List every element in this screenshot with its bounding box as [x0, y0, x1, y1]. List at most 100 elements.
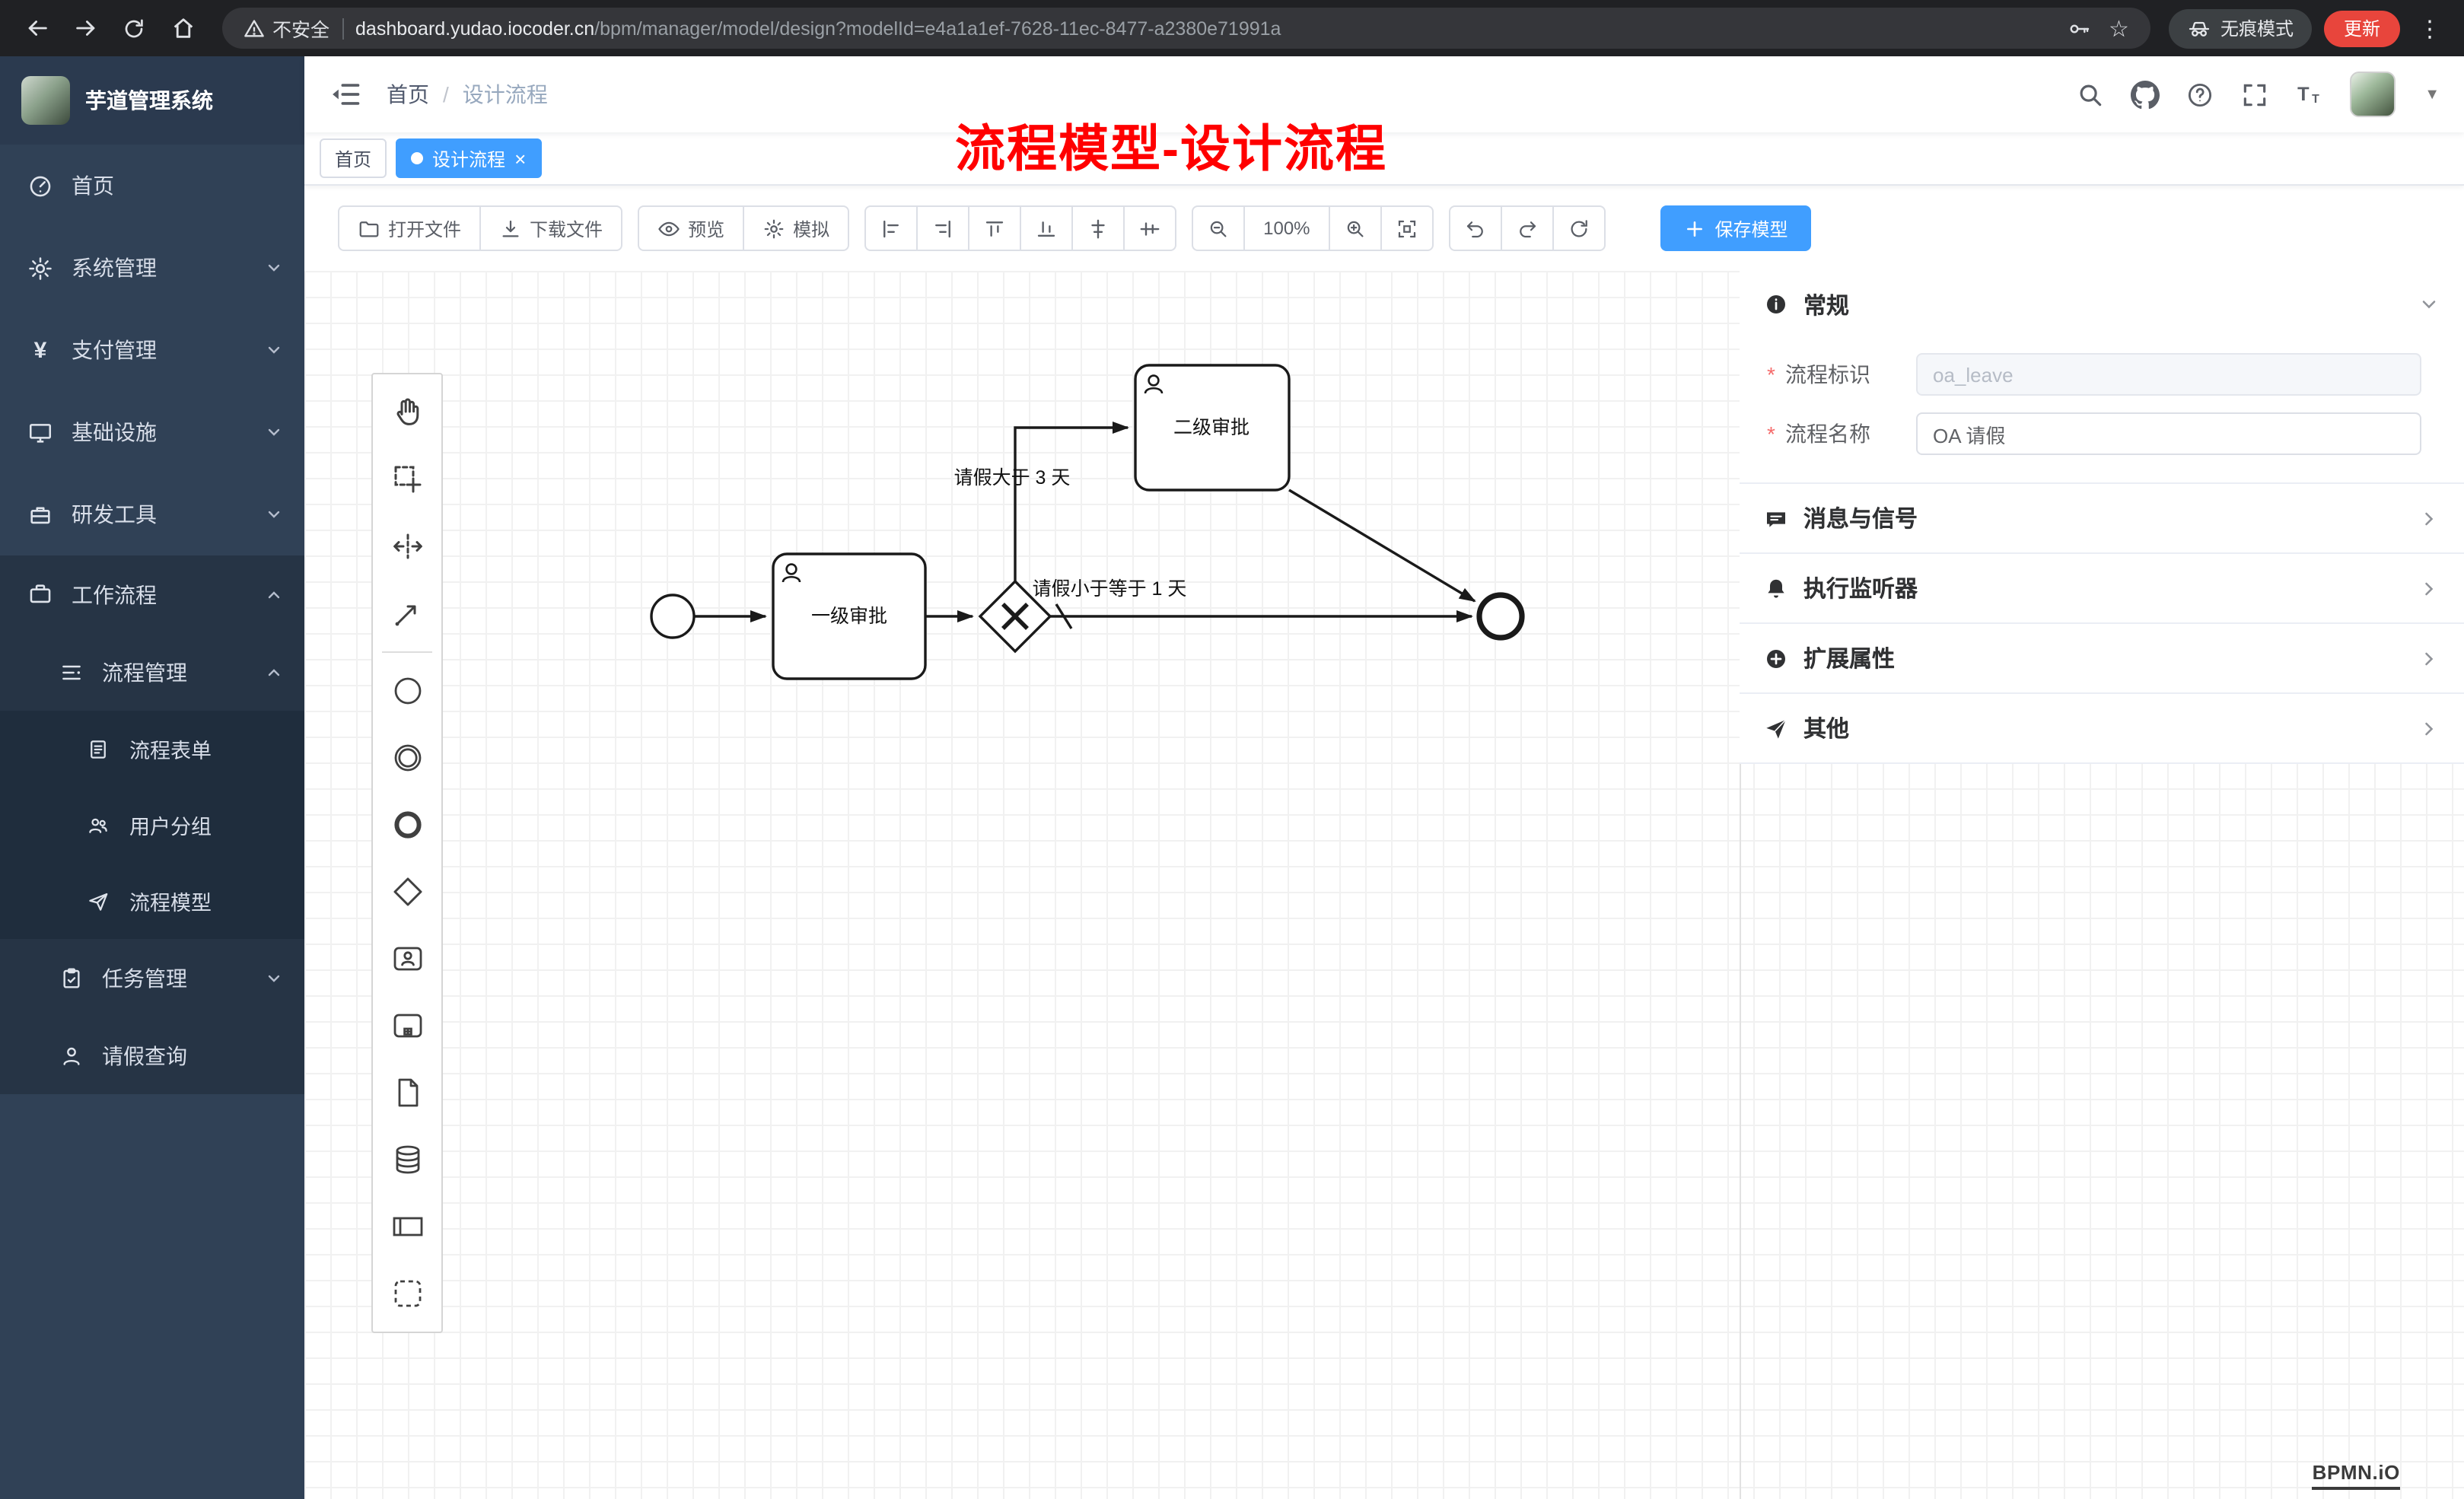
browser-update-button[interactable]: 更新: [2323, 10, 2400, 46]
zoom-in-button[interactable]: [1328, 205, 1382, 251]
create-participant[interactable]: [373, 1193, 441, 1260]
tag-home[interactable]: 首页: [320, 138, 387, 178]
refresh-button[interactable]: [1552, 205, 1606, 251]
panel-section-general[interactable]: 常规: [1740, 271, 2464, 338]
align-bottom-button[interactable]: [1020, 205, 1074, 251]
browser-menu-icon[interactable]: ⋮: [2418, 16, 2443, 42]
gateway-x-marker: [1001, 603, 1029, 630]
lasso-tool[interactable]: [373, 446, 441, 513]
panel-section-extension[interactable]: 扩展属性: [1740, 622, 2464, 692]
chevron-right-icon: [2418, 718, 2440, 739]
process-key-input[interactable]: [1916, 353, 2421, 396]
breadcrumb: 首页 / 设计流程: [387, 79, 548, 110]
zoom-reset-button[interactable]: [1380, 205, 1434, 251]
security-warning[interactable]: 不安全: [244, 14, 329, 43]
align-bottom-icon: [1035, 217, 1058, 240]
align-vcenter-button[interactable]: [1123, 205, 1177, 251]
simulate-button[interactable]: 模拟: [743, 205, 850, 251]
align-top-icon: [983, 217, 1006, 240]
bpmn-palette: [371, 373, 443, 1333]
panel-section-message[interactable]: 消息与信号: [1740, 482, 2464, 552]
global-connect-tool[interactable]: [373, 580, 441, 647]
simulate-gear-icon: [762, 217, 785, 240]
chevron-right-icon: [2418, 578, 2440, 599]
create-user-task[interactable]: [373, 925, 441, 992]
bpmn-diagram[interactable]: 一级审批 二级审批 请假大于 3 天 请假小于等于 1 天: [304, 271, 2464, 1499]
sidebar-item-payment[interactable]: ¥ 支付管理: [0, 309, 304, 391]
create-subprocess[interactable]: [373, 992, 441, 1059]
tag-design[interactable]: 设计流程 ×: [396, 138, 542, 178]
message-icon: [1764, 506, 1788, 530]
panel-divider-line: [1740, 271, 1741, 1499]
undo-button[interactable]: [1448, 205, 1502, 251]
avatar-caret-icon[interactable]: ▼: [2424, 86, 2440, 103]
save-model-button[interactable]: 保存模型: [1660, 205, 1811, 251]
sidebar-item-task-mgmt[interactable]: 任务管理: [0, 939, 304, 1017]
align-hcenter-button[interactable]: [1071, 205, 1125, 251]
browser-reload-icon[interactable]: [113, 7, 155, 49]
browser-chrome: 不安全 dashboard.yudao.iocoder.cn/bpm/manag…: [0, 0, 2464, 56]
process-key-field: * 流程标识: [1767, 353, 2421, 396]
browser-forward-icon[interactable]: [64, 7, 107, 49]
align-top-button[interactable]: [968, 205, 1022, 251]
hand-tool[interactable]: [373, 379, 441, 446]
model-icon: [85, 888, 111, 914]
align-vcenter-icon: [1138, 217, 1161, 240]
zoom-in-icon: [1344, 217, 1367, 240]
sidebar-item-devtools[interactable]: 研发工具: [0, 473, 304, 555]
breadcrumb-home[interactable]: 首页: [387, 82, 429, 107]
info-icon: [1764, 292, 1788, 317]
panel-section-other[interactable]: 其他: [1740, 692, 2464, 762]
password-key-icon[interactable]: [2066, 16, 2090, 40]
user-task-icon: [387, 939, 427, 979]
sidebar: 芋道管理系统 首页 系统管理 ¥ 支付管理: [0, 56, 304, 1499]
create-end-event[interactable]: [373, 791, 441, 858]
address-bar[interactable]: 不安全 dashboard.yudao.iocoder.cn/bpm/manag…: [222, 8, 2150, 49]
create-data-object[interactable]: [373, 1059, 441, 1126]
browser-back-icon[interactable]: [15, 7, 58, 49]
bpmn-io-watermark[interactable]: BPMN.iO: [2312, 1460, 2400, 1490]
github-icon[interactable]: [2131, 80, 2160, 109]
user-avatar[interactable]: [2350, 72, 2396, 117]
help-icon[interactable]: [2185, 80, 2214, 109]
sidebar-item-home[interactable]: 首页: [0, 145, 304, 227]
create-data-store[interactable]: [373, 1126, 441, 1193]
create-start-event[interactable]: [373, 657, 441, 724]
redo-button[interactable]: [1500, 205, 1554, 251]
designer-toolbar: 打开文件 下载文件 预览 模拟: [304, 186, 2464, 271]
tag-close-icon[interactable]: ×: [514, 147, 527, 170]
create-gateway[interactable]: [373, 858, 441, 925]
search-icon[interactable]: [2076, 80, 2105, 109]
browser-home-icon[interactable]: [161, 7, 204, 49]
sidebar-item-process-mgmt[interactable]: 流程管理: [0, 633, 304, 711]
sidebar-item-system[interactable]: 系统管理: [0, 227, 304, 309]
fullscreen-icon[interactable]: [2240, 80, 2269, 109]
process-name-input[interactable]: [1916, 412, 2421, 455]
create-intermediate-event[interactable]: [373, 724, 441, 791]
bell-icon: [1764, 576, 1788, 600]
sidebar-item-infra[interactable]: 基础设施: [0, 391, 304, 473]
sidebar-fold-icon[interactable]: [329, 78, 362, 111]
open-file-button[interactable]: 打开文件: [338, 205, 482, 251]
panel-section-listener[interactable]: 执行监听器: [1740, 552, 2464, 622]
app-logo[interactable]: 芋道管理系统: [0, 56, 304, 145]
preview-button[interactable]: 预览: [638, 205, 745, 251]
sidebar-item-process-model[interactable]: 流程模型: [0, 863, 304, 939]
download-file-button[interactable]: 下载文件: [479, 205, 623, 251]
create-group[interactable]: [373, 1260, 441, 1327]
align-right-button[interactable]: [916, 205, 970, 251]
sidebar-item-workflow[interactable]: 工作流程: [0, 555, 304, 633]
sidebar-item-user-group[interactable]: 用户分组: [0, 787, 304, 863]
align-left-button[interactable]: [864, 205, 918, 251]
palette-divider: [382, 651, 432, 653]
bookmark-star-icon[interactable]: ☆: [2109, 16, 2129, 42]
form-icon: [85, 736, 111, 762]
sidebar-item-leave-query[interactable]: 请假查询: [0, 1017, 304, 1094]
tools-icon: [27, 501, 53, 527]
yen-icon: ¥: [33, 337, 47, 363]
sidebar-item-process-form[interactable]: 流程表单: [0, 711, 304, 787]
zoom-out-button[interactable]: [1192, 205, 1246, 251]
lasso-icon: [387, 460, 427, 499]
space-tool[interactable]: [373, 513, 441, 580]
